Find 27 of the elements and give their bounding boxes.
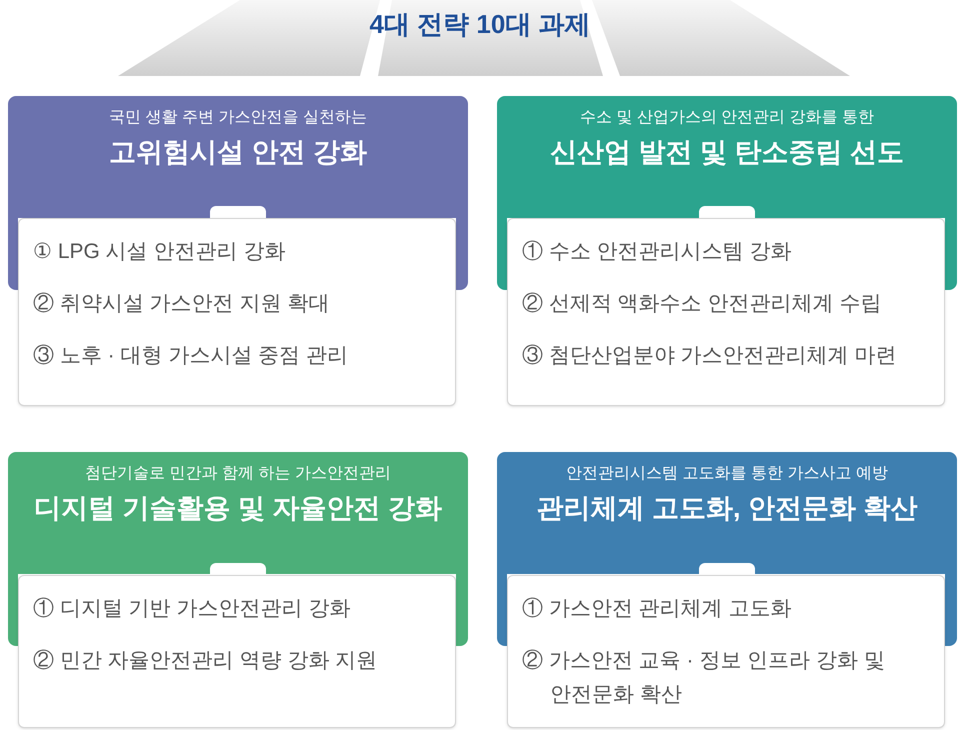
strategy-title: 디지털 기술활용 및 자율안전 강화 — [32, 492, 443, 525]
task-item: ② 민간 자율안전관리 역량 강화 지원 — [33, 648, 378, 674]
strategy-title: 고위험시설 안전 강화 — [108, 136, 368, 169]
task-card — [18, 575, 456, 728]
strategy-title: 신산업 발전 및 탄소중립 선도 — [548, 136, 905, 169]
strategy-subtitle: 안전관리시스템 고도화를 통한 가스사고 예방 — [565, 464, 889, 484]
strategy-header — [497, 452, 957, 574]
strategy-subtitle: 국민 생활 주변 가스안전을 실천하는 — [108, 108, 368, 128]
diagram-title: 4대 전략 10대 과제 — [368, 8, 592, 41]
strategy-subtitle: 수소 및 산업가스의 안전관리 강화를 통한 — [578, 108, 876, 128]
strategy-header — [8, 96, 468, 218]
task-item: ① 수소 안전관리시스템 강화 — [522, 239, 793, 265]
task-card — [507, 575, 945, 728]
task-item: ③ 노후 · 대형 가스시설 중점 관리 — [33, 343, 349, 369]
task-card — [18, 218, 456, 406]
task-item: ② 취약시설 가스안전 지원 확대 — [33, 291, 330, 317]
task-item: ② 선제적 액화수소 안전관리체계 수립 — [522, 291, 882, 317]
strategy-title: 관리체계 고도화, 안전문화 확산 — [535, 492, 918, 525]
task-item: ② 가스안전 교육 · 정보 인프라 강화 및 안전문화 확산 — [522, 648, 886, 708]
task-card — [507, 218, 945, 406]
task-item: ① 디지털 기반 가스안전관리 강화 — [33, 596, 352, 622]
strategy-header — [8, 452, 468, 574]
task-item: ③ 첨단산업분야 가스안전관리체계 마련 — [522, 343, 898, 369]
task-item: ① LPG 시설 안전관리 강화 — [33, 239, 286, 265]
strategy-subtitle: 첨단기술로 민간과 함께 하는 가스안전관리 — [84, 464, 392, 484]
strategy-header — [497, 96, 957, 218]
task-item: ① 가스안전 관리체계 고도화 — [522, 596, 793, 622]
